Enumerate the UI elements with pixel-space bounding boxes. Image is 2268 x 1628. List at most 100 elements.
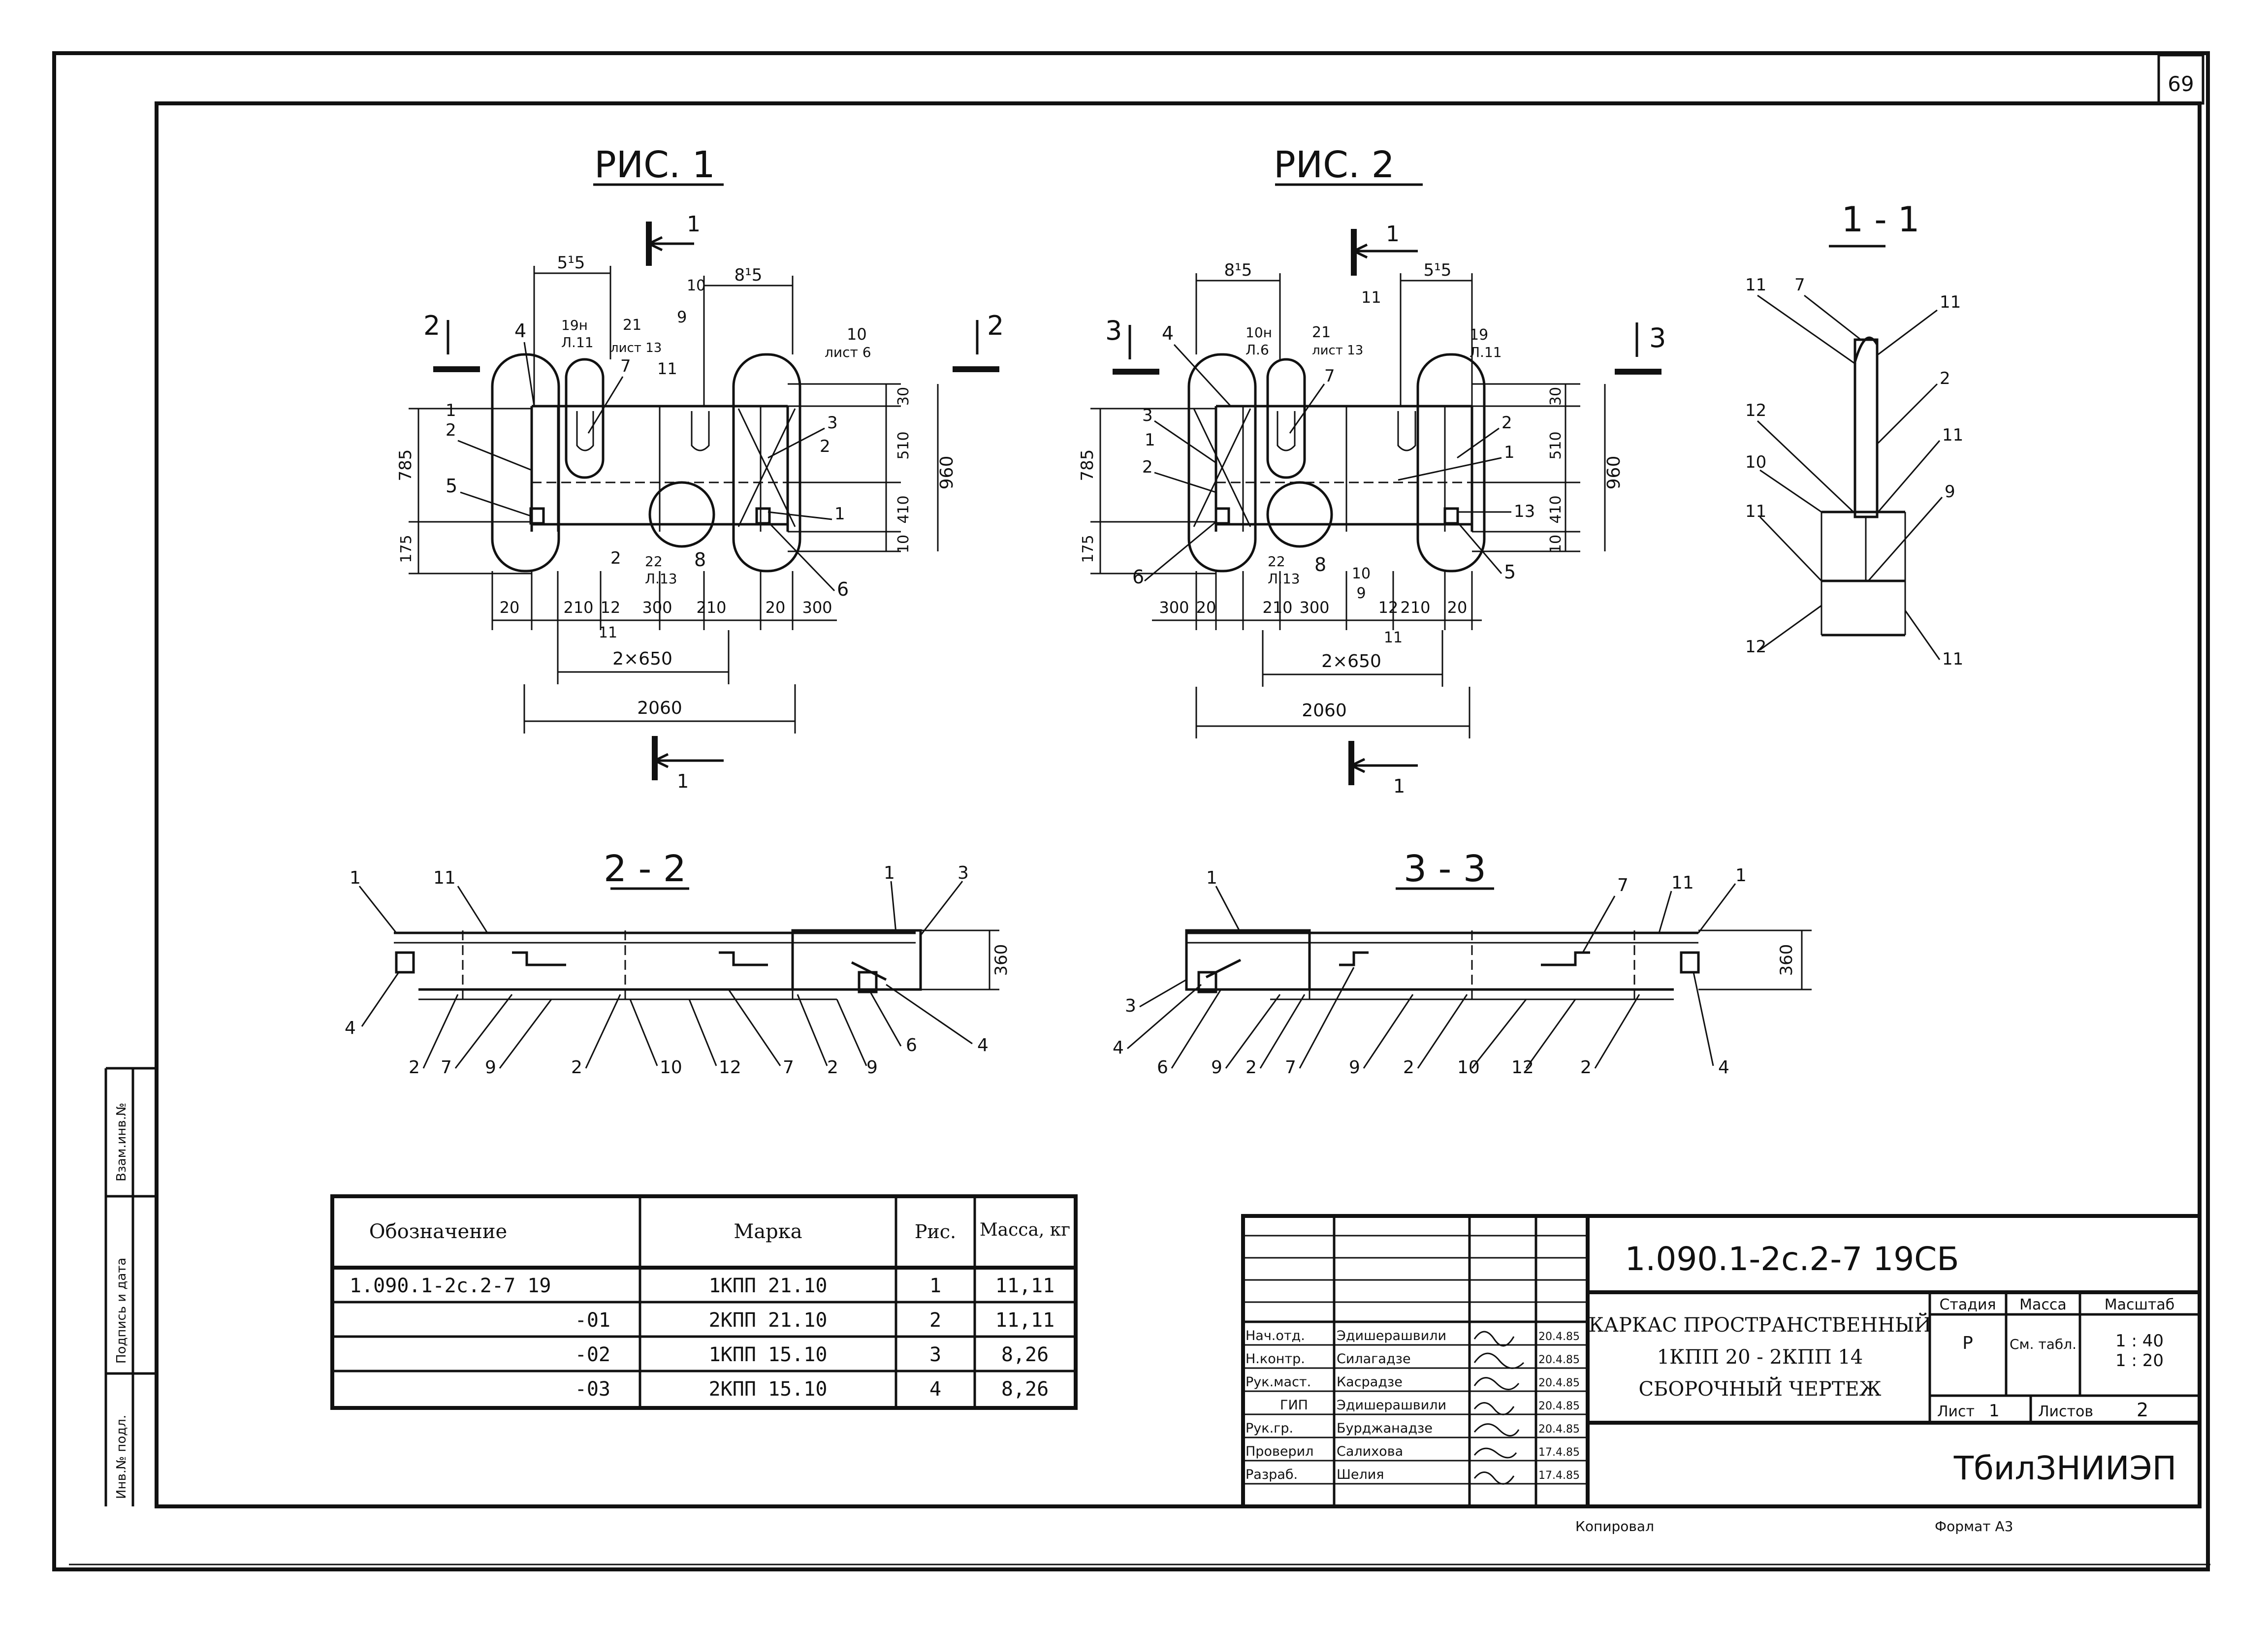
fig2-dim-right-1: 510 bbox=[1547, 431, 1565, 459]
section-1-1: 1 - 1 11 7 11 2 11 12 10 11 9 12 11 bbox=[1745, 199, 1963, 669]
sec11-callout: 2 bbox=[1940, 369, 1950, 388]
sec33-callout: 6 bbox=[1157, 1057, 1168, 1078]
sec11-callout: 11 bbox=[1940, 292, 1961, 312]
spec-cell: 11,11 bbox=[995, 1275, 1054, 1297]
signature-role: ГИП bbox=[1280, 1398, 1308, 1413]
sec33-callout: 11 bbox=[1671, 873, 1694, 893]
fig1-dim-11: 11 bbox=[599, 624, 617, 641]
sec33-callout: 3 bbox=[1125, 996, 1136, 1016]
sec22-callout: 2 bbox=[827, 1057, 838, 1078]
scale-value-1: 1 : 40 bbox=[2115, 1331, 2164, 1351]
title-line: КАРКАС ПРОСТРАНСТВЕННЫЙ bbox=[1589, 1313, 1932, 1337]
fig2-dim-9: 9 bbox=[1356, 585, 1366, 602]
fig1-callout: 5 bbox=[446, 475, 457, 497]
fig1-dim-bottom-1: 210 bbox=[563, 598, 593, 617]
side-stamp: Взам.инв.№ Подпись и дата Инв.№ подл. bbox=[104, 1067, 157, 1506]
outer-frame bbox=[52, 51, 2210, 1571]
spec-cell: -01 bbox=[575, 1309, 610, 1332]
figure-2: РИС. 2 1 1 3 3 8¹ bbox=[1078, 144, 1666, 797]
organization: ТбилЗНИИЭП bbox=[1953, 1449, 2177, 1487]
fig2-callout: 1 bbox=[1145, 430, 1155, 450]
sec22-callout: 4 bbox=[345, 1018, 356, 1038]
sec22-callout: 9 bbox=[485, 1057, 496, 1078]
spec-cell: 1.090.1-2с.2-7 19 bbox=[350, 1275, 551, 1297]
signature-name: Бурджанадзе bbox=[1337, 1421, 1433, 1436]
scale-header: Масштаб bbox=[2105, 1296, 2175, 1313]
sheets-total: 2 bbox=[2137, 1399, 2148, 1421]
signature-role: Н.контр. bbox=[1246, 1351, 1305, 1367]
sec33-callout: 9 bbox=[1349, 1057, 1360, 1078]
fig1-callout: 21 bbox=[623, 317, 641, 334]
stage-value: Р bbox=[1962, 1333, 1973, 1353]
signature-name: Шелия bbox=[1337, 1467, 1384, 1482]
fig2-callout: 10н bbox=[1246, 324, 1272, 341]
fig2-dim-11: 11 bbox=[1384, 629, 1403, 646]
sec33-callout: 7 bbox=[1285, 1057, 1296, 1078]
sec33-dim: 360 bbox=[1777, 944, 1796, 976]
signature-role: Рук.гр. bbox=[1246, 1421, 1293, 1436]
inner-frame bbox=[155, 101, 2202, 1508]
spec-cell: 1КПП 15.10 bbox=[709, 1343, 828, 1366]
fig2-dim-left-0: 785 bbox=[1078, 449, 1097, 481]
sec11-callout: 11 bbox=[1745, 502, 1766, 521]
section-3-3: 3 - 3 360 1 7 11 1 3 4 6 9 2 bbox=[1113, 848, 1812, 1078]
section-2-2: 2 - 2 360 1 11 1 3 4 2 7 9 2 bbox=[345, 848, 1011, 1078]
fig2-dim-bottom-4: 10 bbox=[1352, 565, 1371, 582]
signature-name: Эдишерашвили bbox=[1337, 1398, 1446, 1413]
spec-cell: 3 bbox=[929, 1343, 941, 1366]
fig2-callout: 5 bbox=[1504, 561, 1516, 583]
sec11-callout: 11 bbox=[1942, 649, 1963, 669]
fig1-dim-2x650: 2×650 bbox=[612, 649, 672, 669]
stage-header: Стадия bbox=[1939, 1296, 1996, 1313]
fig1-dim-overall-h: 960 bbox=[937, 456, 957, 490]
fig1-section1-top: 1 bbox=[687, 212, 701, 237]
fig2-callout: 19 bbox=[1469, 326, 1488, 344]
sheet-label: Лист bbox=[1937, 1403, 1975, 1420]
signature-date: 17.4.85 bbox=[1538, 1469, 1580, 1482]
fig2-callout: Л.11 bbox=[1469, 344, 1502, 360]
spec-cell: 11,11 bbox=[995, 1309, 1054, 1332]
sec22-title: 2 - 2 bbox=[604, 848, 686, 890]
spec-header: Обозначение bbox=[369, 1220, 507, 1243]
side-stamp-2: Подпись и дата bbox=[114, 1258, 129, 1364]
sheet-number: 1 bbox=[1989, 1401, 2000, 1421]
sec33-callout: 1 bbox=[1735, 865, 1747, 886]
fig1-dim-bottom-3: 300 bbox=[642, 598, 672, 617]
fig2-section1-bottom: 1 bbox=[1393, 775, 1405, 797]
sec11-callout: 9 bbox=[1945, 482, 1955, 502]
doc-code: 1.090.1-2с.2-7 19СБ bbox=[1625, 1240, 1959, 1278]
sec11-callout: 7 bbox=[1794, 275, 1805, 295]
fig1-callout: 1 bbox=[834, 504, 845, 524]
spec-cell: 8,26 bbox=[1001, 1343, 1049, 1366]
signature-date: 17.4.85 bbox=[1538, 1446, 1580, 1459]
fig1-dim-bottom-5: 20 bbox=[766, 598, 786, 617]
fig2-dim-overall-h: 960 bbox=[1604, 456, 1624, 490]
sec11-callout: 11 bbox=[1942, 425, 1963, 445]
format-label: Формат А3 bbox=[1935, 1518, 2013, 1534]
fig1-callout: 6 bbox=[837, 578, 849, 600]
fig1-callout: 4 bbox=[514, 320, 526, 342]
spec-cell: 4 bbox=[929, 1378, 941, 1401]
fig1-section2-left: 2 bbox=[423, 310, 440, 341]
fig1-callout: Л.13 bbox=[645, 571, 677, 587]
fig1-callout: 10 bbox=[847, 325, 867, 344]
fig2-callout: лист 13 bbox=[1312, 343, 1363, 358]
fig2-title: РИС. 2 bbox=[1274, 144, 1395, 186]
fig2-section3-left: 3 bbox=[1105, 315, 1122, 346]
fig2-callout: 2 bbox=[1501, 413, 1512, 433]
sec33-callout: 10 bbox=[1457, 1057, 1480, 1078]
signature-name: Эдишерашвили bbox=[1337, 1328, 1446, 1343]
fig1-callout: 2 bbox=[820, 437, 831, 456]
sec22-callout: 10 bbox=[660, 1057, 682, 1078]
fig1-callout: Л.11 bbox=[561, 334, 594, 351]
signature-name: Касрадзе bbox=[1337, 1374, 1403, 1390]
signature-role: Проверил bbox=[1246, 1444, 1313, 1459]
fig2-dim-2x650: 2×650 bbox=[1321, 651, 1381, 671]
sec22-callout: 7 bbox=[441, 1057, 452, 1078]
page-number-box bbox=[2157, 54, 2204, 105]
sec22-callout: 6 bbox=[906, 1035, 917, 1055]
fig1-dim-right-3: 10 bbox=[895, 535, 912, 553]
fig2-dim-left-1: 175 bbox=[1080, 535, 1097, 563]
title-block: 1.090.1-2с.2-7 19СБ КАРКАС ПРОСТРАНСТВЕН… bbox=[1241, 1214, 2202, 1508]
signature-name: Силагадзе bbox=[1337, 1351, 1411, 1367]
